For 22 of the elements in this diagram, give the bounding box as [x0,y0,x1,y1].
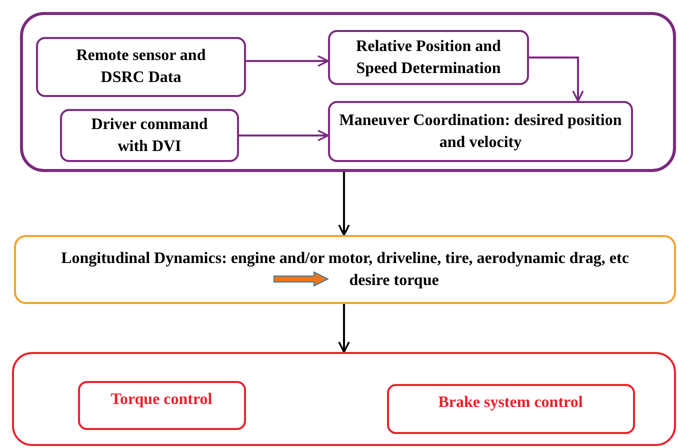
node-text: Brake system control [437,392,584,412]
arrow [246,55,329,67]
arrow [239,130,329,142]
node-text: Driver command with DVI [90,114,209,156]
arrow [338,172,350,236]
process-box [36,37,246,97]
node-text: desire torque [349,272,439,288]
group-panel [12,352,676,446]
group-panel [20,12,676,172]
process-box [328,30,529,85]
node-text: Remote sensor and DSRC Data [75,46,207,88]
process-box [328,101,633,162]
process-box [60,109,239,162]
arrow [338,304,350,353]
process-box [14,235,676,304]
process-box [78,380,246,430]
node-text: Relative Position and Speed Determination [355,36,502,78]
node-text: Maneuver Coordination: desired position and velocity [338,110,623,152]
node-text: Torque control [110,390,214,410]
node-text: Longitudinal Dynamics: engine and/or motor, driveline, tire, aerodynamic drag, etc [61,250,629,266]
process-box [386,384,634,434]
arrow [529,56,584,102]
